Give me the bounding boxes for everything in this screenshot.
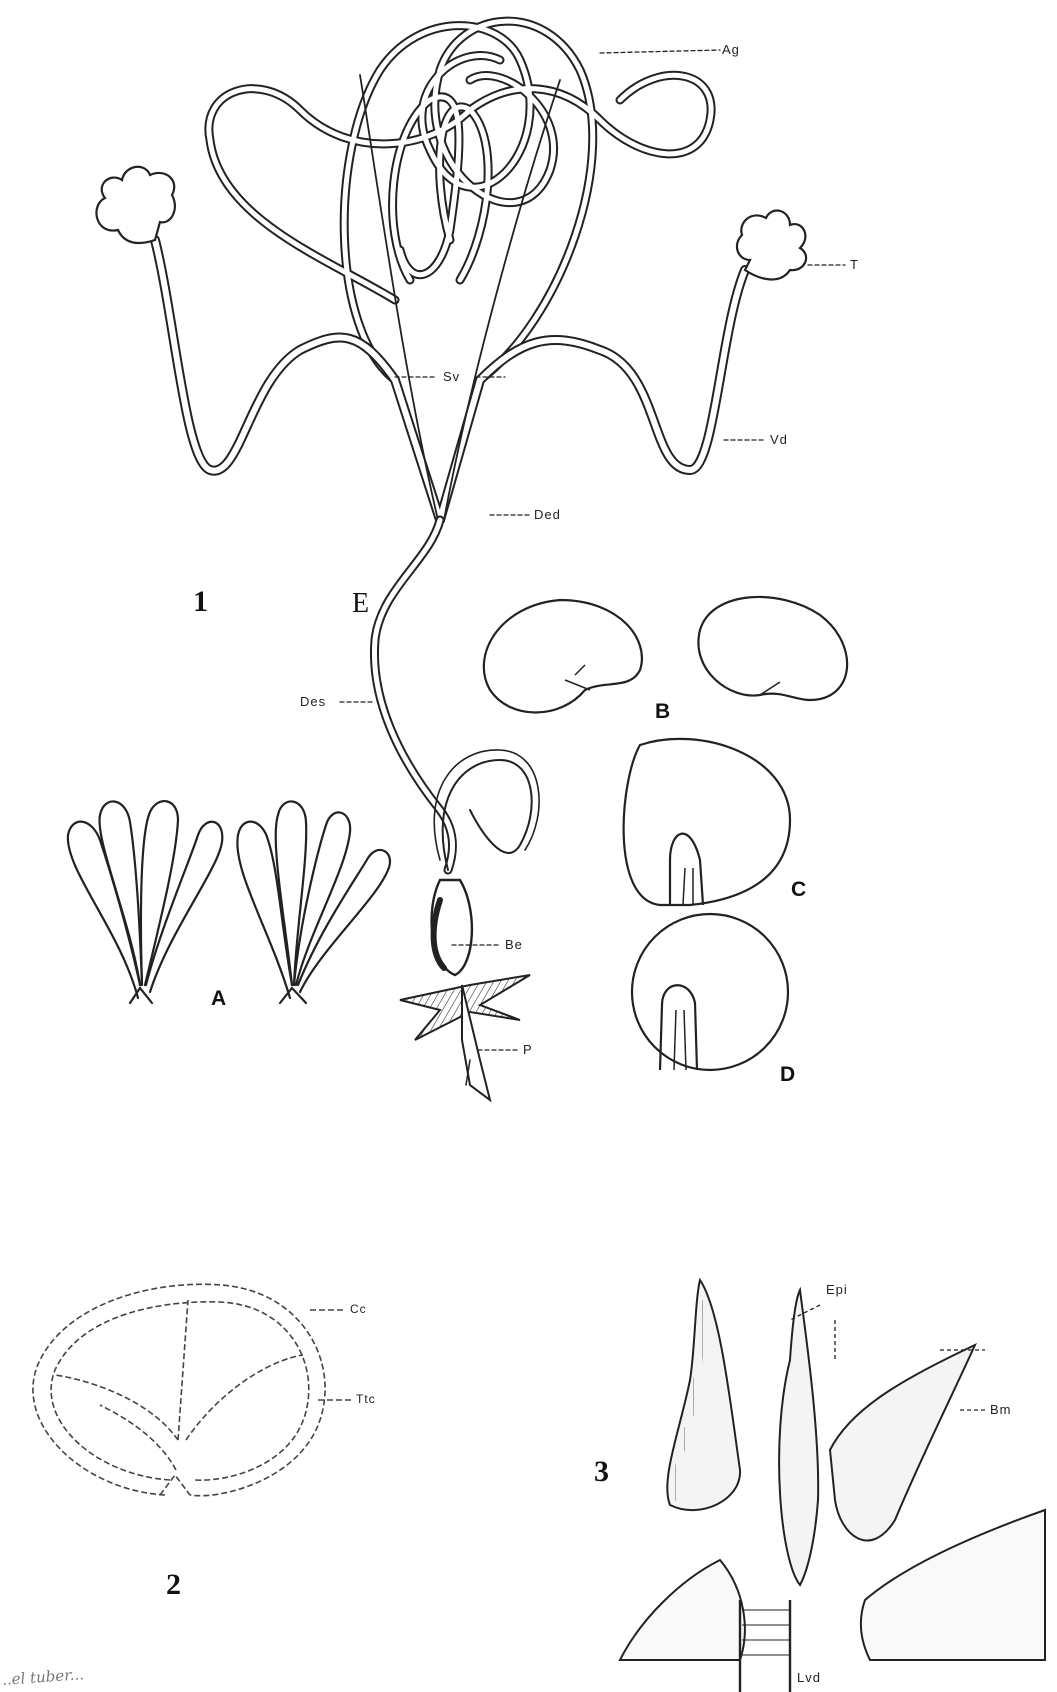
fig3-histology xyxy=(620,1280,1045,1692)
subfig-a-lobes xyxy=(68,801,390,1003)
subfigure-label-e: E xyxy=(352,588,369,620)
subfigure-label-c: C xyxy=(791,878,806,902)
label-bm: Bm xyxy=(990,1402,1012,1417)
testis-right xyxy=(737,211,806,280)
subfig-c-vesicle xyxy=(624,739,790,905)
label-vd: Vd xyxy=(770,432,788,447)
subfig-b-kidneys xyxy=(484,597,847,713)
subfigure-label-a: A xyxy=(211,987,226,1011)
label-cc: Cc xyxy=(350,1302,367,1316)
accessory-gland-coils-inner xyxy=(209,21,711,380)
label-des: Des xyxy=(300,694,326,709)
label-ag: Ag xyxy=(722,42,740,57)
figure-number-1: 1 xyxy=(193,585,208,619)
fig1-reproductive-tract xyxy=(96,21,845,1100)
subfigure-label-d: D xyxy=(780,1063,795,1087)
figure-number-3: 3 xyxy=(594,1455,609,1489)
testis-left xyxy=(96,167,174,243)
label-p: P xyxy=(523,1042,533,1057)
label-ttc: Ttc xyxy=(356,1392,376,1406)
fig2-cross-section xyxy=(33,1284,352,1495)
ejaculatory-duct xyxy=(374,520,452,870)
subfig-d-vesicle xyxy=(632,914,788,1070)
label-t: T xyxy=(850,257,859,272)
label-ded: Ded xyxy=(534,507,561,522)
accessory-gland-coils xyxy=(209,21,711,380)
subfigure-label-b: B xyxy=(655,700,670,724)
figure-number-2: 2 xyxy=(166,1568,181,1602)
label-lvd: Lvd xyxy=(797,1670,821,1685)
label-sv: Sv xyxy=(443,369,460,384)
label-epi: Epi xyxy=(826,1282,848,1297)
label-be: Be xyxy=(505,937,523,952)
